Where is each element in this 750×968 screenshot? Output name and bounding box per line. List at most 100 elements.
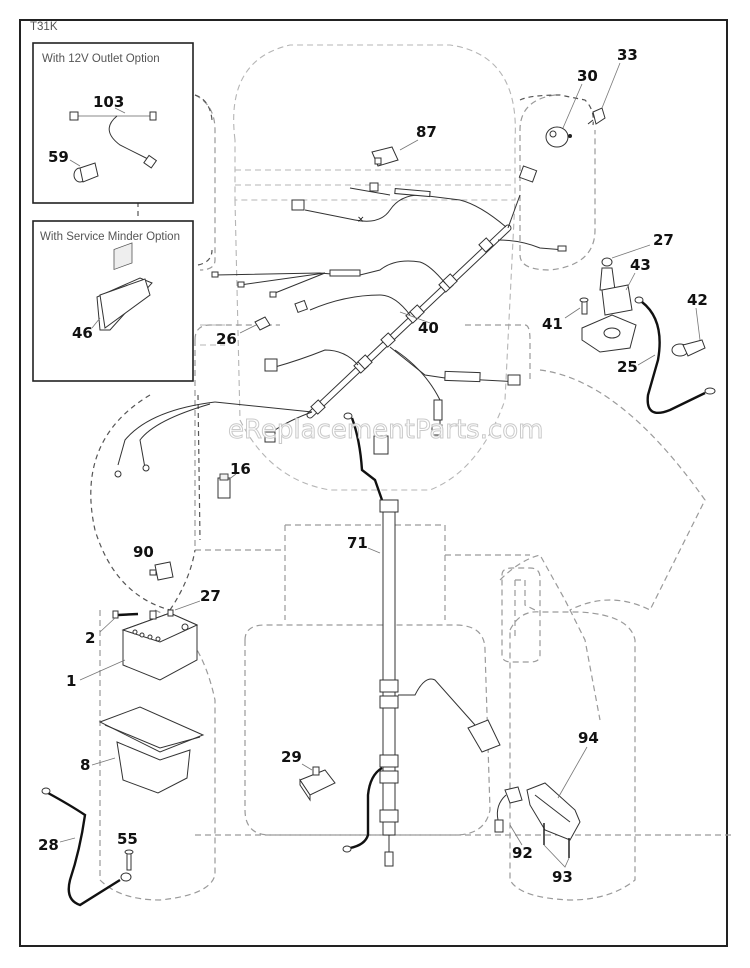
callout-42: 42 — [687, 291, 708, 309]
callout-40: 40 — [418, 319, 439, 337]
part-55-screw: 55 — [117, 830, 138, 871]
callout-1: 1 — [66, 672, 76, 690]
callout-90: 90 — [133, 543, 154, 561]
inset-connector-top — [194, 94, 213, 121]
branch-right-lower — [389, 346, 521, 383]
part-71-rear-harness: 71 — [342, 412, 501, 867]
inset-12v-outlet: With 12V Outlet Option 103 59 — [32, 42, 194, 204]
left-vertical — [197, 394, 201, 541]
callout-71: 71 — [347, 534, 368, 552]
outlet-socket-body — [79, 162, 99, 183]
connector-92-wire — [496, 794, 507, 821]
screw-41-head — [579, 297, 589, 303]
switch-16-body — [217, 477, 231, 499]
callout-33: 33 — [617, 46, 638, 64]
diagram-code: T31K — [30, 21, 58, 33]
callout-93: 93 — [552, 868, 573, 886]
battery-cell-cap — [155, 636, 161, 642]
far-left-terminal-1 — [114, 470, 122, 478]
branch-top-wire — [304, 194, 507, 228]
inset-title: With 12V Outlet Option — [42, 53, 160, 65]
seat-switch-body — [526, 782, 581, 841]
harness-71-branch-right — [398, 678, 476, 726]
connector-92-top — [504, 786, 523, 804]
left-terminal-2 — [237, 281, 245, 288]
branch-switch-wire — [269, 411, 313, 441]
callout-41: 41 — [542, 315, 563, 333]
harness-sleeve-inner — [307, 225, 511, 418]
callout-92: 92 — [512, 844, 533, 862]
battery-cell-cap — [132, 629, 138, 635]
right-plug — [507, 374, 521, 386]
leader-40 — [399, 311, 431, 324]
outlet-harness-plug-left — [69, 111, 79, 121]
bolt-shank — [117, 612, 139, 617]
harness-71-clip — [379, 809, 399, 823]
part-90-plug: 90 — [133, 543, 174, 581]
part-92-connector: 92 — [494, 786, 533, 862]
left-fender-front — [194, 94, 216, 271]
battery-terminal-pos — [181, 623, 189, 631]
harness-clips — [310, 237, 494, 415]
hood-outline — [233, 44, 516, 201]
outlet-harness-plug-right — [149, 111, 157, 121]
left-terminal-3 — [269, 291, 277, 298]
nut-27 — [601, 257, 613, 267]
callout-27-top: 27 — [653, 231, 674, 249]
leader-30 — [562, 83, 583, 129]
harness-71-tail-plug — [384, 851, 394, 867]
leader-26 — [239, 324, 257, 334]
leader-94 — [557, 746, 588, 799]
down-sleeve — [433, 399, 443, 421]
top-mid-plug — [369, 182, 379, 192]
harness-71-eyelet-bottom — [342, 845, 352, 853]
rear-left-wheel — [99, 609, 216, 901]
mid-body-left — [194, 324, 280, 341]
ignition-keyhole — [549, 130, 557, 138]
deck-outline — [244, 624, 491, 836]
harness-71-eyelet-top — [343, 412, 353, 420]
callout-28: 28 — [38, 836, 59, 854]
part-27-nut-battery: 27 — [149, 587, 221, 620]
harness-clip — [442, 273, 458, 289]
harness-clip — [310, 399, 326, 415]
right-wedge — [499, 554, 601, 721]
switch-29-side — [299, 778, 311, 802]
part-28-ground-cable: 28 — [38, 787, 132, 907]
key-blade — [587, 119, 594, 125]
callout-25: 25 — [617, 358, 638, 376]
inset-title: With Service Minder Option — [40, 231, 180, 243]
callout-26: 26 — [216, 330, 237, 348]
solenoid-hole — [603, 327, 621, 339]
callout-103: 103 — [93, 93, 124, 111]
callout-59: 59 — [48, 148, 69, 166]
inset-connector-side — [197, 249, 213, 266]
part-87-relay: 87 — [371, 123, 437, 167]
callout-94: 94 — [578, 729, 599, 747]
mid-body-right — [465, 324, 531, 380]
harness-71-sleeve — [382, 504, 396, 836]
leader-2 — [99, 617, 116, 633]
harness-71-right-plug — [467, 719, 501, 753]
down-plug — [431, 424, 443, 436]
leader-29 — [301, 763, 313, 771]
cable-25-eyelet-top — [634, 296, 644, 304]
part-8-battery-tray: 8 — [80, 706, 205, 794]
switch-plug — [264, 431, 276, 443]
outlet-harness-plug-end — [143, 154, 158, 169]
dash-outline — [234, 199, 516, 491]
shift-slot-inner — [514, 579, 536, 640]
part-42-terminal-boot: 42 — [671, 291, 708, 357]
seat-switch-ridge — [534, 794, 571, 823]
right-terminal — [557, 245, 567, 252]
branch-mid-left — [309, 294, 411, 316]
harness-71-clip — [379, 679, 399, 693]
callout-43: 43 — [630, 256, 651, 274]
shift-slot-outer — [501, 567, 541, 663]
part-1-battery: 1 — [66, 612, 199, 690]
tray-body — [116, 741, 191, 794]
part-26-fuse: 26 — [216, 316, 271, 348]
branch-ignition — [507, 194, 521, 229]
leader-103 — [114, 107, 126, 114]
leader-33 — [601, 62, 621, 109]
